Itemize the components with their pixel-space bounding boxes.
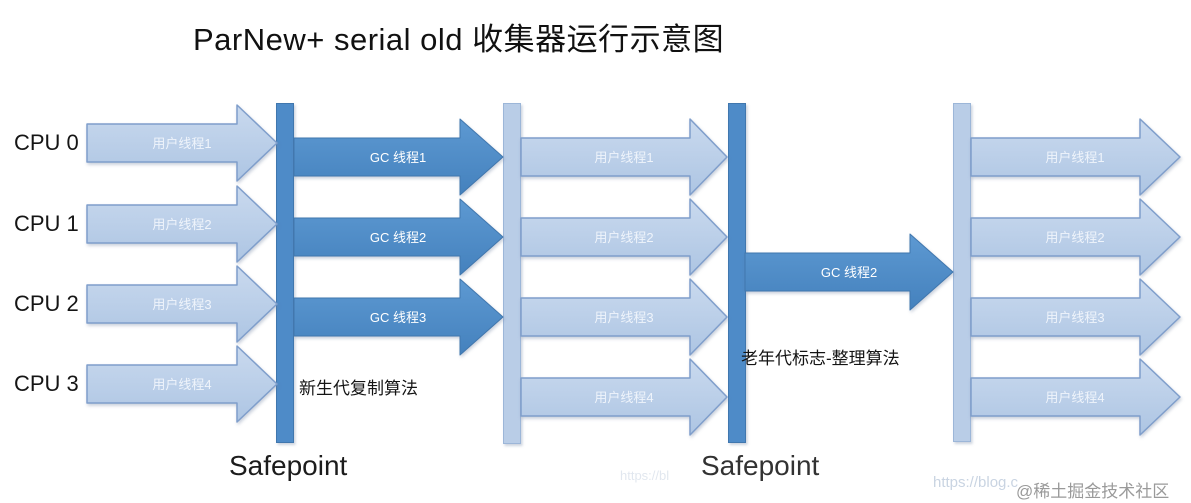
- arrow-label: 用户线程3: [1045, 310, 1104, 325]
- gc-thread-arrow: GC 线程3: [293, 278, 504, 356]
- old-gen-gc-thread-arrow: GC 线程2: [744, 233, 954, 311]
- arrow-label: 用户线程3: [152, 297, 211, 312]
- user-thread-arrow: 用户线程4: [970, 358, 1181, 436]
- safepoint-bar-1: [276, 103, 294, 443]
- arrow-label: GC 线程2: [370, 230, 426, 245]
- user-thread-arrow: 用户线程3: [520, 278, 728, 356]
- arrow-label: 用户线程4: [152, 377, 211, 392]
- arrow-label: 用户线程2: [594, 230, 653, 245]
- safepoint-label-right: Safepoint: [701, 450, 820, 481]
- old-gen-algorithm-label: 老年代标志-整理算法: [741, 349, 900, 368]
- user-thread-arrow: 用户线程4: [520, 358, 728, 436]
- gc-thread-arrow: GC 线程1: [293, 118, 504, 196]
- cpu-label-1: CPU 1: [14, 211, 79, 236]
- user-thread-arrow: 用户线程2: [520, 198, 728, 276]
- watermark-url-fragment: https://blog.c: [933, 474, 1019, 491]
- user-thread-arrow: 用户线程3: [970, 278, 1181, 356]
- user-thread-arrow: 用户线程4: [86, 345, 278, 423]
- arrow-label: GC 线程1: [370, 150, 426, 165]
- user-thread-arrow: 用户线程3: [86, 265, 278, 343]
- page-title: ParNew+ serial old 收集器运行示意图: [193, 22, 725, 57]
- safepoint-bar-2: [728, 103, 746, 443]
- user-thread-arrow: 用户线程2: [970, 198, 1181, 276]
- cpu-label-0: CPU 0: [14, 130, 79, 155]
- arrow-label: 用户线程1: [152, 136, 211, 151]
- safepoint-label-left: Safepoint: [229, 450, 348, 481]
- user-thread-arrow: 用户线程1: [86, 104, 278, 182]
- watermark-community: @稀土掘金技术社区: [1016, 482, 1170, 501]
- user-thread-arrow: 用户线程1: [970, 118, 1181, 196]
- user-thread-arrow: 用户线程1: [520, 118, 728, 196]
- arrow-label: 用户线程1: [594, 150, 653, 165]
- arrow-label: 用户线程4: [594, 390, 653, 405]
- arrow-label: GC 线程2: [821, 265, 877, 280]
- arrow-label: 用户线程2: [1045, 230, 1104, 245]
- user-thread-arrow: 用户线程2: [86, 185, 278, 263]
- arrow-label: 用户线程2: [152, 217, 211, 232]
- resume-bar-1: [503, 103, 521, 444]
- cpu-label-3: CPU 3: [14, 371, 79, 396]
- arrow-label: 用户线程1: [1045, 150, 1104, 165]
- gc-thread-arrow: GC 线程2: [293, 198, 504, 276]
- watermark-url-fragment-small: https://bl: [620, 468, 670, 483]
- arrow-label: GC 线程3: [370, 310, 426, 325]
- cpu-label-2: CPU 2: [14, 291, 79, 316]
- young-gen-algorithm-label: 新生代复制算法: [299, 379, 418, 398]
- arrow-label: 用户线程4: [1045, 390, 1104, 405]
- arrow-label: 用户线程3: [594, 310, 653, 325]
- resume-bar-2: [953, 103, 971, 442]
